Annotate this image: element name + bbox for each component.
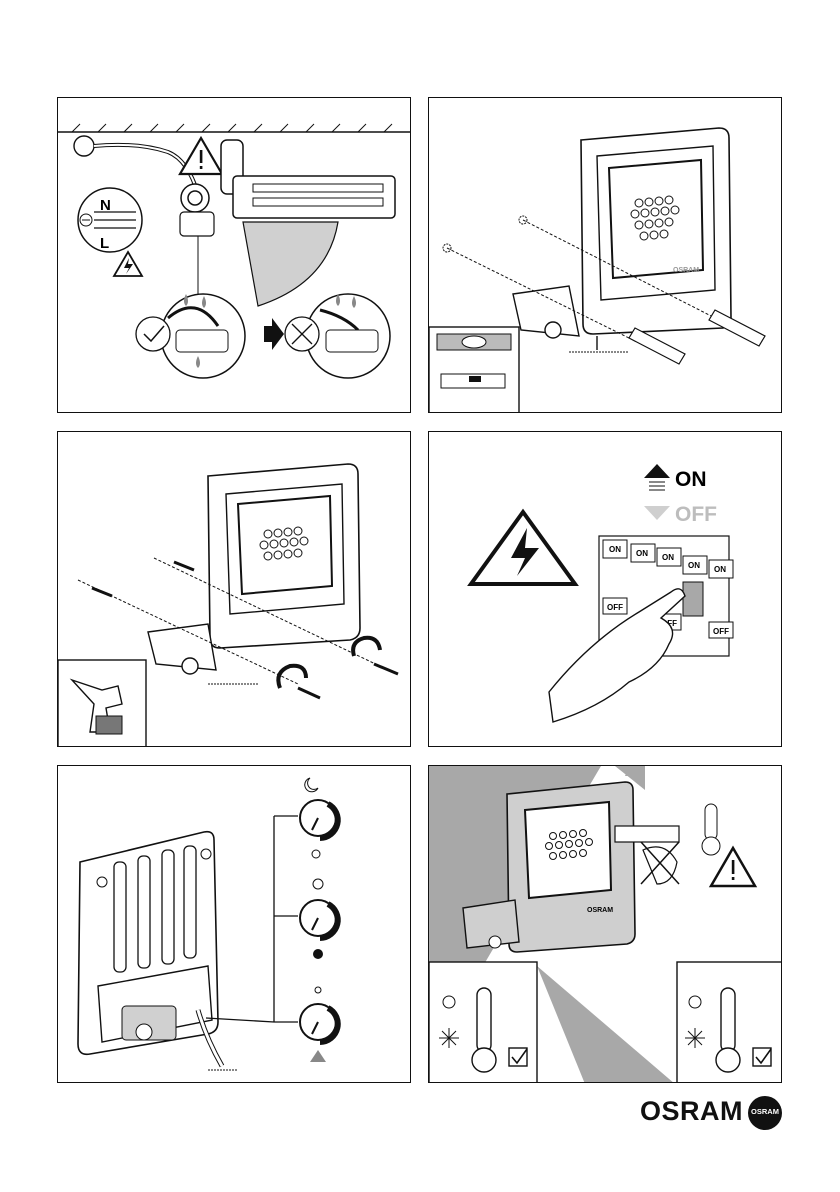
- neutral-label: N: [100, 197, 111, 214]
- power-switch-illustration: ON OFF ON ON ON ON ON OFF OFF OFF: [429, 432, 782, 747]
- switch-off-label: OFF: [713, 627, 729, 636]
- checkmark-circle-icon: [136, 317, 170, 351]
- switch-on-label: ON: [688, 561, 700, 570]
- screw-rotate-icon: [278, 638, 380, 688]
- brand-name: OSRAM: [640, 1096, 743, 1127]
- sensor-icon: [315, 987, 321, 993]
- snowflake-icon: [685, 1028, 705, 1048]
- sun-icon: [312, 850, 320, 858]
- switch-on-label: ON: [609, 545, 621, 554]
- switch-off-label: OFF: [607, 603, 623, 612]
- step-wiring-panel: N L: [57, 97, 411, 413]
- osram-bulb-icon: OSRAM: [748, 1096, 782, 1130]
- on-label: ON: [675, 468, 707, 491]
- step-temperature-panel: OSRAM: [428, 765, 782, 1083]
- off-label: OFF: [675, 503, 717, 526]
- cross-circle-icon: [285, 317, 319, 351]
- temperature-illustration: OSRAM: [429, 766, 782, 1083]
- warning-triangle-icon: [711, 848, 755, 886]
- lamp-brand-label: OSRAM: [673, 267, 699, 274]
- electric-hazard-icon: [114, 252, 142, 276]
- wiring-illustration: N L: [58, 98, 411, 413]
- step-settings-panel: [57, 765, 411, 1083]
- osram-logo: OSRAM OSRAM: [640, 1096, 785, 1136]
- thermometer-icon: [702, 804, 720, 855]
- electric-hazard-icon: [471, 512, 575, 584]
- step-marking-panel: OSRAM: [428, 97, 782, 413]
- moon-icon: [305, 778, 318, 792]
- switch-on-label: ON: [714, 565, 726, 574]
- checkbox-icon: [753, 1048, 771, 1066]
- mounting-illustration: [58, 432, 411, 747]
- checkbox-icon: [509, 1048, 527, 1066]
- settings-illustration: [58, 766, 411, 1083]
- switch-on-label: ON: [636, 549, 648, 558]
- ground-icon: [569, 336, 629, 352]
- live-label: L: [100, 235, 109, 252]
- snowflake-icon: [439, 1028, 459, 1048]
- step-mounting-panel: [57, 431, 411, 747]
- lamp-brand-label: OSRAM: [587, 907, 613, 914]
- arrow-right-icon: [264, 318, 284, 350]
- switch-on-label: ON: [662, 553, 674, 562]
- warning-triangle-icon: [180, 138, 222, 174]
- brand-mark-text: OSRAM: [748, 1107, 782, 1116]
- step-power-on-panel: ON OFF ON ON ON ON ON OFF OFF OFF: [428, 431, 782, 747]
- marking-illustration: OSRAM: [429, 98, 782, 413]
- timer-icon: [313, 879, 323, 889]
